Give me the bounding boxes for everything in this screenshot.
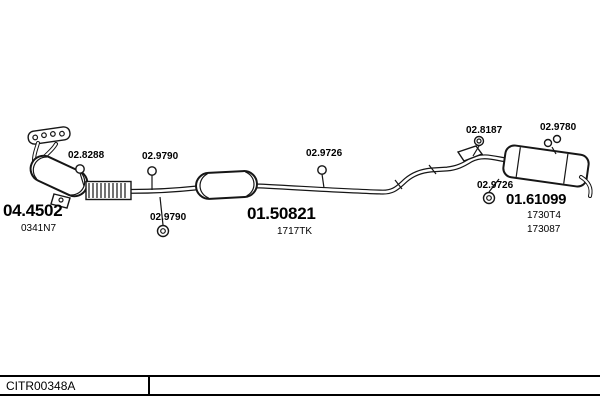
flex-pipe-section [85, 180, 132, 201]
part-ref1-rear-muffler: 1730T4 [527, 210, 561, 221]
part-ref2-rear-muffler: 173087 [527, 224, 561, 235]
part-ref-catalyst: 0341N7 [21, 223, 57, 234]
title-block: CITR00348A [0, 375, 600, 396]
part-number-mid-muffler[interactable]: 01.50821 [247, 204, 316, 223]
clamp-icon-flex [147, 166, 157, 190]
catalyst-bracket [50, 193, 71, 209]
hanger-icon-rear [482, 178, 500, 205]
manifold-flange [27, 126, 71, 145]
tailpipe [579, 175, 593, 198]
part-ref-mid-muffler: 1717TK [277, 226, 313, 237]
hanger-icon-front [156, 196, 170, 238]
clamp-icon-front [75, 164, 85, 187]
drawing-number: CITR00348A [6, 378, 76, 393]
hanger-icon-rear-top [472, 135, 485, 157]
rear-muffler [502, 144, 590, 188]
part-label-clamp-mid[interactable]: 02.9726 [306, 148, 343, 159]
clamp-icon-mid [317, 165, 327, 189]
rear-heat-shield-bracket [456, 145, 484, 162]
exhaust-pipe [67, 154, 517, 195]
part-label-clamp-front[interactable]: 02.8288 [68, 150, 105, 161]
part-label-hanger-front[interactable]: 02.9790 [150, 212, 187, 223]
part-number-catalyst[interactable]: 04.4502 [3, 201, 63, 220]
pipe-joint-marks [394, 164, 437, 190]
part-number-rear-muffler[interactable]: 01.61099 [506, 191, 567, 208]
part-label-hanger-rear[interactable]: 02.9726 [477, 180, 514, 191]
part-label-clamp-rear[interactable]: 02.9780 [540, 122, 577, 133]
part-label-hanger-rear-top[interactable]: 02.8187 [466, 125, 503, 136]
drawing-number-box: CITR00348A [0, 377, 150, 394]
part-label-clamp-flex[interactable]: 02.9790 [142, 151, 179, 162]
center-muffler [195, 170, 258, 200]
clamp-icon-rear [543, 134, 562, 155]
